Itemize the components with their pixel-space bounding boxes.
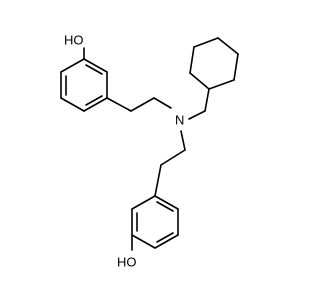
- bond: [189, 72, 210, 90]
- bond: [180, 130, 186, 151]
- bond: [106, 97, 132, 112]
- hydroxyl-label-top: HO: [64, 32, 84, 47]
- double-bond: [156, 201, 174, 212]
- bond: [131, 195, 156, 210]
- bond: [154, 234, 179, 249]
- bond: [204, 88, 210, 112]
- nitrogen-label: N: [175, 112, 184, 127]
- double-bond: [156, 232, 174, 243]
- bond: [60, 97, 85, 112]
- bond: [233, 53, 239, 81]
- bond: [83, 58, 108, 73]
- double-bond: [85, 64, 103, 75]
- bond: [131, 234, 156, 249]
- bond: [154, 195, 179, 210]
- structure-canvas: HO N HO: [60, 32, 239, 270]
- bond: [217, 37, 239, 55]
- top-phenol-ring: [60, 58, 108, 112]
- bond: [130, 97, 155, 112]
- bond: [83, 97, 108, 112]
- bottom-phenol-ring: [131, 195, 179, 249]
- bond: [153, 97, 172, 109]
- hydroxyl-label-bottom: HO: [117, 254, 137, 269]
- bond: [208, 79, 235, 90]
- bond: [160, 149, 186, 166]
- bond: [189, 46, 195, 74]
- bond: [188, 110, 206, 120]
- double-bond: [85, 95, 103, 106]
- cyclohexane-ring: [189, 37, 239, 90]
- chemical-structure: HO N HO: [60, 32, 239, 269]
- bond: [60, 58, 85, 73]
- bond: [154, 164, 162, 197]
- bond: [193, 37, 219, 48]
